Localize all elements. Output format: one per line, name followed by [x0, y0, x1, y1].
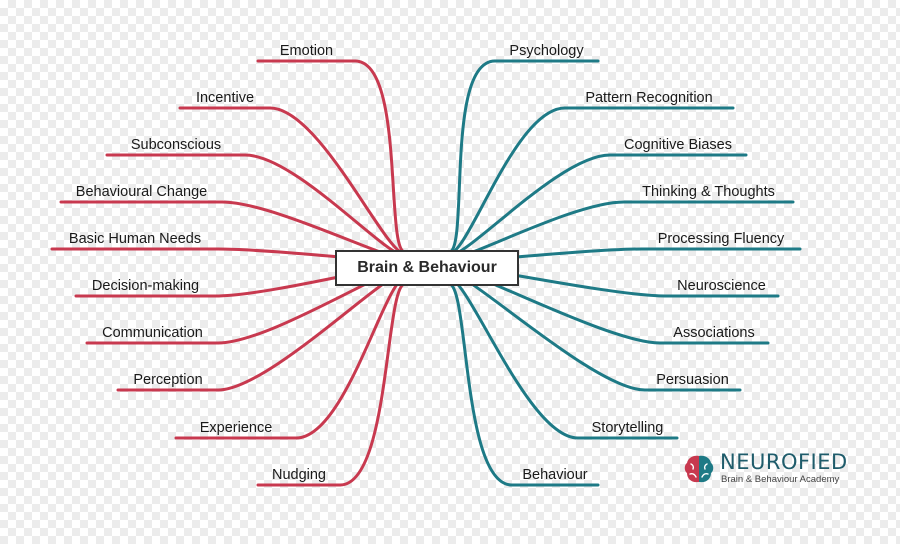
left-branch-label-10: Nudging: [272, 467, 326, 483]
left-branch-label-6: Decision-making: [92, 278, 199, 294]
left-branch-label-3: Subconscious: [131, 137, 221, 153]
left-branch-label-9: Experience: [200, 420, 273, 436]
right-branch-label-6: Neuroscience: [677, 278, 766, 294]
right-branch-label-1: Psychology: [509, 43, 584, 59]
left-branch-label-4: Behavioural Change: [76, 184, 207, 200]
left-branch-connector-1: [353, 59, 407, 254]
right-branch-label-5: Processing Fluency: [658, 231, 785, 247]
right-branch-label-9: Storytelling: [592, 420, 664, 436]
right-branch-label-8: Persuasion: [656, 372, 729, 388]
left-branch-label-1: Emotion: [280, 43, 333, 59]
left-branch-connector-2: [268, 106, 407, 256]
right-branch-connector-1: [447, 59, 497, 254]
right-branch-connector-10: [447, 282, 514, 487]
right-branch-label-7: Associations: [673, 325, 754, 341]
left-branch-connector-3: [243, 153, 407, 258]
left-branch-label-7: Communication: [102, 325, 203, 341]
left-branch-label-5: Basic Human Needs: [69, 231, 201, 247]
right-branch-label-2: Pattern Recognition: [585, 90, 712, 106]
left-branch-connector-10: [338, 282, 407, 487]
right-branch-connector-2: [447, 106, 567, 256]
left-branch-label-2: Incentive: [196, 90, 254, 106]
left-branch-label-8: Perception: [133, 372, 202, 388]
brain-icon: [684, 455, 714, 483]
right-branch-connector-3: [447, 153, 612, 258]
logo-tagline: Brain & Behaviour Academy: [721, 474, 840, 485]
right-branch-label-10: Behaviour: [522, 467, 587, 483]
right-branch-connector-9: [447, 276, 580, 440]
central-topic: Brain & Behaviour: [335, 250, 519, 286]
right-branch-label-4: Thinking & Thoughts: [642, 184, 775, 200]
left-branch-connector-8: [216, 270, 407, 392]
right-branch-connector-8: [447, 270, 647, 392]
logo-wordmark: NEUROFIED: [720, 450, 848, 474]
neurofied-logo: NEUROFIED Brain & Behaviour Academy: [682, 450, 862, 490]
right-branch-label-3: Cognitive Biases: [624, 137, 732, 153]
